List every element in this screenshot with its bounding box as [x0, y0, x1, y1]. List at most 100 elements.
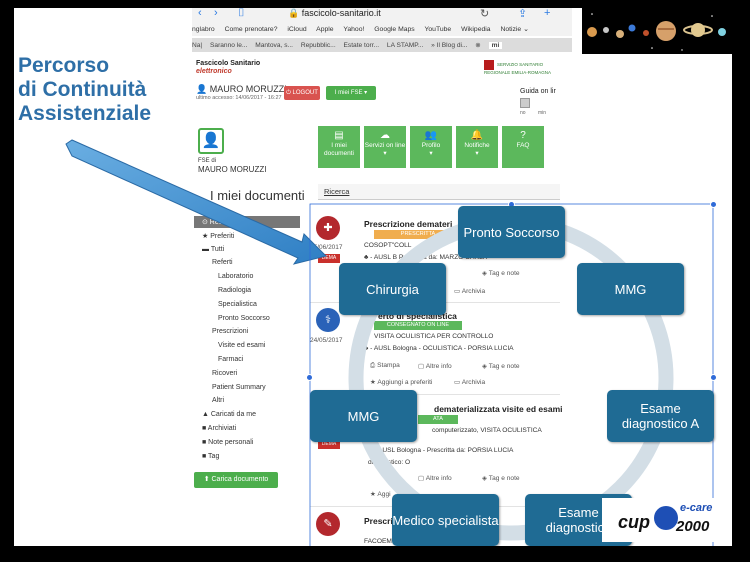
logo-line1: Fascicolo Sanitario [196, 60, 261, 67]
tab-bar: Na| Saranno le... Mantova, s... Repubbli… [192, 38, 572, 52]
search-link[interactable]: Ricerca [318, 184, 560, 200]
slide: ‹ › ⌷ 🔒 fascicolo-sanitario.it ↻ ⇪ + ngl… [14, 8, 732, 546]
doc-detail: ♣ - AUSL Bologna - OCULISTICA - PORSIA L… [364, 345, 514, 352]
cycle-node-mmg-2[interactable]: MMG [310, 390, 417, 442]
action-label: Stampa [377, 362, 400, 369]
sidebar-item[interactable]: Radiologia [218, 287, 252, 294]
sidebar-item[interactable]: ■ Archiviati [202, 425, 237, 432]
cycle-node-pronto-soccorso[interactable]: Pronto Soccorso [458, 206, 565, 258]
sidebar-item[interactable]: Referti [212, 259, 233, 267]
fse-name: MAURO MORUZZI [198, 165, 267, 174]
fse-logo[interactable]: Fascicolo Sanitario elettronico [196, 60, 260, 76]
menu-label: FAQ [516, 142, 530, 149]
browser-tab[interactable]: Estate torr... [343, 42, 380, 49]
sidebar-item[interactable]: Visite ed esami [218, 342, 266, 350]
year-text: 2000 [676, 518, 710, 535]
browser-tab[interactable]: Saranno le... [210, 42, 248, 49]
favorite-item[interactable]: Google Maps [374, 26, 415, 33]
resize-handle[interactable] [710, 374, 717, 381]
cycle-node-medico-specialista[interactable]: Medico specialista [392, 494, 499, 546]
favorite-item[interactable]: Wikipedia [461, 26, 491, 33]
sidebar-item[interactable]: ⊙ Recenti [202, 219, 234, 226]
my-fse-button[interactable]: I miei FSE ▾ [326, 86, 376, 100]
menu-faq[interactable]: ?FAQ [502, 126, 544, 168]
favorite-item[interactable]: Come prenotare? [224, 26, 278, 33]
share-icon[interactable]: ⇪ [518, 8, 528, 20]
sidebar-item[interactable]: Altri [212, 397, 225, 405]
favorite-item[interactable]: Yahoo! [343, 26, 365, 33]
archive-link[interactable]: ▭ Archivia [454, 288, 486, 295]
url-field[interactable]: 🔒 fascicolo-sanitario.it [288, 8, 381, 18]
new-tab-icon[interactable]: + [544, 8, 551, 19]
more-info-link[interactable]: ▢ Altre info [418, 475, 452, 482]
status-badge: PRESCRITTA [374, 230, 462, 239]
resize-handle[interactable] [306, 374, 313, 381]
browser-tab[interactable]: » Il Blog di... [431, 42, 468, 49]
logout-button[interactable]: ⏻ LOGOUT [284, 86, 320, 100]
add-favorite-link[interactable]: ★ Aggi [370, 491, 391, 498]
sidebar-item[interactable]: ■ Tag [202, 452, 220, 460]
favorite-item[interactable]: iCloud [287, 26, 307, 33]
favorite-item[interactable]: nglabro [192, 26, 215, 33]
address-bar: ‹ › ⌷ 🔒 fascicolo-sanitario.it ↻ ⇪ + [192, 8, 572, 22]
action-label: Aggi [377, 491, 391, 498]
sidebar-item[interactable]: Laboratorio [218, 273, 254, 281]
doc-title[interactable]: erto di specialistica [378, 311, 457, 321]
add-favorite-link[interactable]: ★ Aggiungi a preferiti [370, 379, 433, 386]
more-info-link[interactable]: ▢ Altre info [418, 363, 452, 370]
favorite-item[interactable]: Apple [316, 26, 334, 33]
forward-icon[interactable]: › [214, 8, 218, 19]
guida-toggle[interactable] [520, 98, 530, 108]
logout-label: LOGOUT [292, 90, 318, 96]
browser-tab[interactable]: LA STAMP... [386, 42, 424, 49]
action-label: Aggiungi a preferiti [377, 379, 433, 386]
cycle-node-chirurgia[interactable]: Chirurgia [339, 263, 446, 315]
sidebar-item[interactable]: ▲ Caricati da me [202, 411, 257, 419]
sidebar-item[interactable]: Specialistica [218, 300, 257, 308]
sidebar-item[interactable]: ▬ Tutti [202, 245, 225, 253]
resize-handle[interactable] [710, 201, 717, 208]
stethoscope-icon: ⚕ [316, 308, 340, 332]
region-logo: SERVIZIO SANITARIO REGIONALE EMILIA-ROMA… [484, 60, 564, 75]
menu-profile[interactable]: 👥Profilo▾ [410, 126, 452, 168]
sidebar-item[interactable]: Farmaci [218, 356, 244, 363]
sidebar-item[interactable]: Ricoveri [212, 369, 238, 377]
upload-document-button[interactable]: ⬆ Carica documento [194, 472, 278, 488]
sidebar-item[interactable]: Prescrizioni [212, 328, 249, 336]
tag-notes-link[interactable]: ◈ Tag e note [482, 270, 520, 277]
browser-tab[interactable]: Na| [192, 42, 203, 49]
sidebar-item[interactable]: ■ Note personali [202, 438, 254, 446]
cup-logo-mark [654, 506, 678, 530]
sidebar-item[interactable]: ★ Preferiti [202, 232, 235, 240]
browser-tab[interactable]: Mantova, s... [255, 42, 293, 49]
bookmarks-icon[interactable]: ⌷ [238, 8, 245, 19]
menu-notifications[interactable]: 🔔Notifiche▾ [456, 126, 498, 168]
doc-title[interactable]: Prescrizione demateri [364, 219, 453, 229]
tag-notes-link[interactable]: ◈ Tag e note [482, 363, 520, 370]
sidebar-item[interactable]: Pronto Soccorso [218, 314, 270, 322]
doc-title[interactable]: Prescri [364, 516, 393, 526]
favorite-item[interactable]: YouTube [424, 26, 452, 33]
print-link[interactable]: ⎙ Stampa [370, 362, 400, 369]
cycle-node-esame-a[interactable]: Esame diagnostico A [607, 390, 714, 442]
favorite-item[interactable]: Notizie ⌄ [500, 26, 529, 33]
planets-image [582, 8, 732, 54]
browser-tab[interactable]: Repubblic... [300, 42, 336, 49]
back-icon[interactable]: ‹ [198, 8, 202, 19]
tag-notes-link[interactable]: ◈ Tag e note [482, 475, 520, 482]
status-badge: ATA [418, 415, 458, 424]
dema-badge: DEMA [318, 254, 340, 263]
doc-detail: VISITA OCULISTICA PER CONTROLLO [374, 333, 494, 340]
cycle-node-mmg[interactable]: MMG [577, 263, 684, 315]
doc-title[interactable]: dematerializzata visite ed esami [434, 404, 563, 414]
menu-online-services[interactable]: ☁Servizi on line▾ [364, 126, 406, 168]
logo-line2: elettronico [196, 68, 232, 75]
user-name: 👤 MAURO MORUZZI [196, 84, 287, 95]
doc-detail: computerizzato, VISITA OCULISTICA [432, 427, 542, 434]
menu-my-documents[interactable]: ▤I miei documenti [318, 126, 360, 168]
browser-tab-active[interactable]: mi [488, 42, 503, 49]
sidebar-item[interactable]: Patient Summary [212, 383, 266, 391]
reload-icon[interactable]: ↻ [480, 8, 490, 20]
close-tab-icon[interactable]: ⊗ [475, 42, 481, 49]
archive-link[interactable]: ▭ Archivia [454, 379, 486, 386]
